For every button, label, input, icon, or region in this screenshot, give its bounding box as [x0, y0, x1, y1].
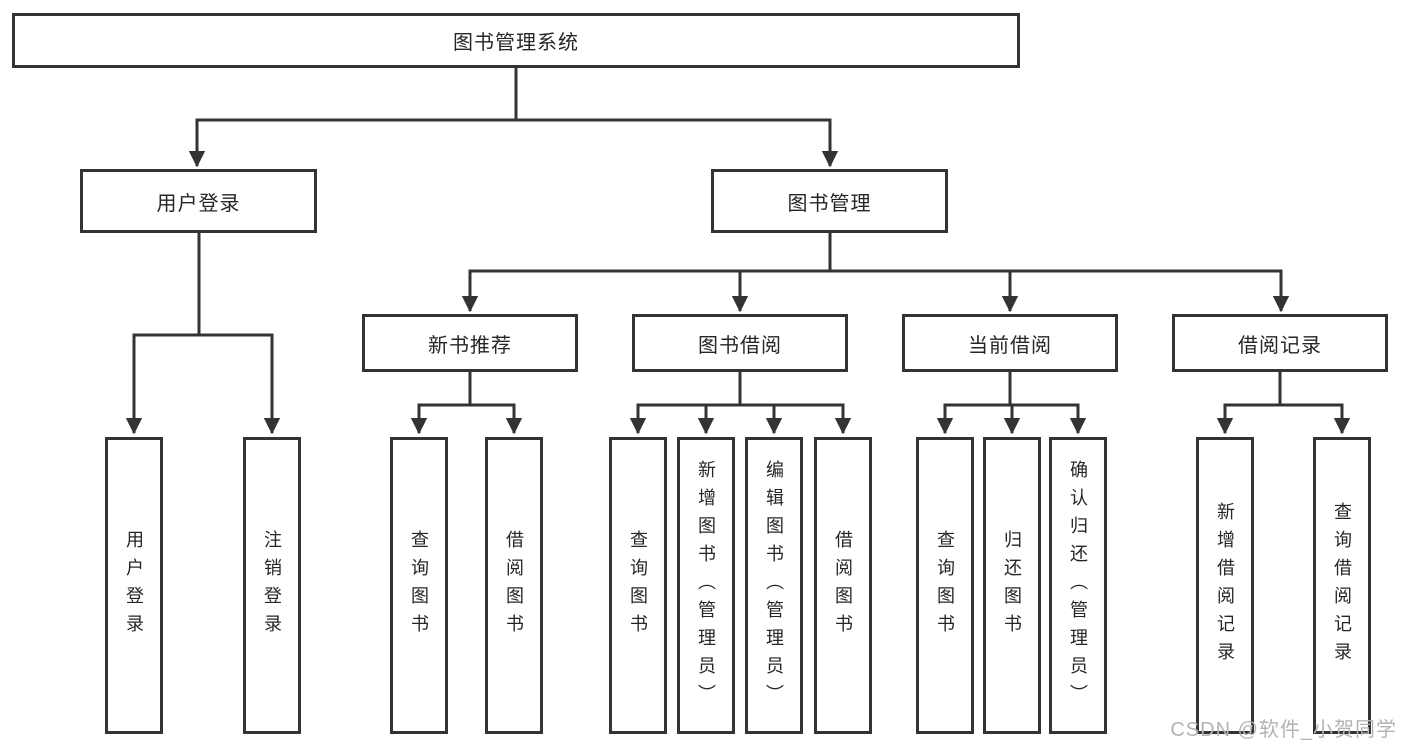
- node-leaf-query-books-current: 查询图书: [916, 437, 974, 734]
- node-leaf-confirm-return-admin-label: 确认归还（管理员）: [1068, 459, 1088, 712]
- node-leaf-user-login: 用户登录: [105, 437, 163, 734]
- node-current-borrowing-label: 当前借阅: [968, 334, 1052, 357]
- node-user-login-branch-label: 用户登录: [156, 192, 241, 215]
- node-leaf-logout: 注销登录: [243, 437, 301, 734]
- csdn-watermark: CSDN @软件_小贺同学: [1170, 719, 1397, 741]
- connector-rails: [132, 68, 1344, 407]
- node-leaf-query-books-current-label: 查询图书: [935, 529, 955, 642]
- node-leaf-add-borrow-record-label: 新增借阅记录: [1215, 501, 1235, 670]
- node-leaf-add-borrow-record: 新增借阅记录: [1196, 437, 1254, 734]
- node-leaf-add-books-admin-label: 新增图书（管理员）: [696, 459, 716, 712]
- node-book-borrowing: 图书借阅: [632, 314, 848, 372]
- node-root: 图书管理系统: [12, 13, 1020, 68]
- node-new-book-recommendation: 新书推荐: [362, 314, 578, 372]
- node-leaf-add-books-admin: 新增图书（管理员）: [677, 437, 735, 734]
- node-current-borrowing: 当前借阅: [902, 314, 1118, 372]
- node-leaf-query-books-borrowing-label: 查询图书: [628, 529, 648, 642]
- node-leaf-query-borrow-record-label: 查询借阅记录: [1332, 501, 1352, 670]
- node-leaf-user-login-label: 用户登录: [124, 529, 144, 642]
- node-root-label: 图书管理系统: [453, 32, 579, 54]
- node-book-management-label: 图书管理: [787, 192, 872, 215]
- node-leaf-borrow-books-recommend-label: 借阅图书: [504, 529, 524, 642]
- node-leaf-borrow-books-label: 借阅图书: [833, 529, 853, 642]
- node-leaf-edit-books-admin-label: 编辑图书（管理员）: [764, 459, 784, 712]
- node-borrowing-records: 借阅记录: [1172, 314, 1388, 372]
- node-leaf-query-books-borrowing: 查询图书: [609, 437, 667, 734]
- node-leaf-query-borrow-record: 查询借阅记录: [1313, 437, 1371, 734]
- node-new-book-recommendation-label: 新书推荐: [428, 334, 512, 357]
- node-borrowing-records-label: 借阅记录: [1238, 334, 1322, 357]
- node-leaf-query-books-recommend-label: 查询图书: [409, 529, 429, 642]
- node-book-management: 图书管理: [711, 169, 948, 233]
- node-leaf-return-books-label: 归还图书: [1002, 529, 1022, 642]
- node-leaf-query-books-recommend: 查询图书: [390, 437, 448, 734]
- node-user-login-branch: 用户登录: [80, 169, 317, 233]
- node-leaf-logout-label: 注销登录: [262, 529, 282, 642]
- node-book-borrowing-label: 图书借阅: [698, 334, 782, 357]
- node-leaf-return-books: 归还图书: [983, 437, 1041, 734]
- node-leaf-edit-books-admin: 编辑图书（管理员）: [745, 437, 803, 734]
- node-leaf-borrow-books: 借阅图书: [814, 437, 872, 734]
- node-leaf-borrow-books-recommend: 借阅图书: [485, 437, 543, 734]
- node-leaf-confirm-return-admin: 确认归还（管理员）: [1049, 437, 1107, 734]
